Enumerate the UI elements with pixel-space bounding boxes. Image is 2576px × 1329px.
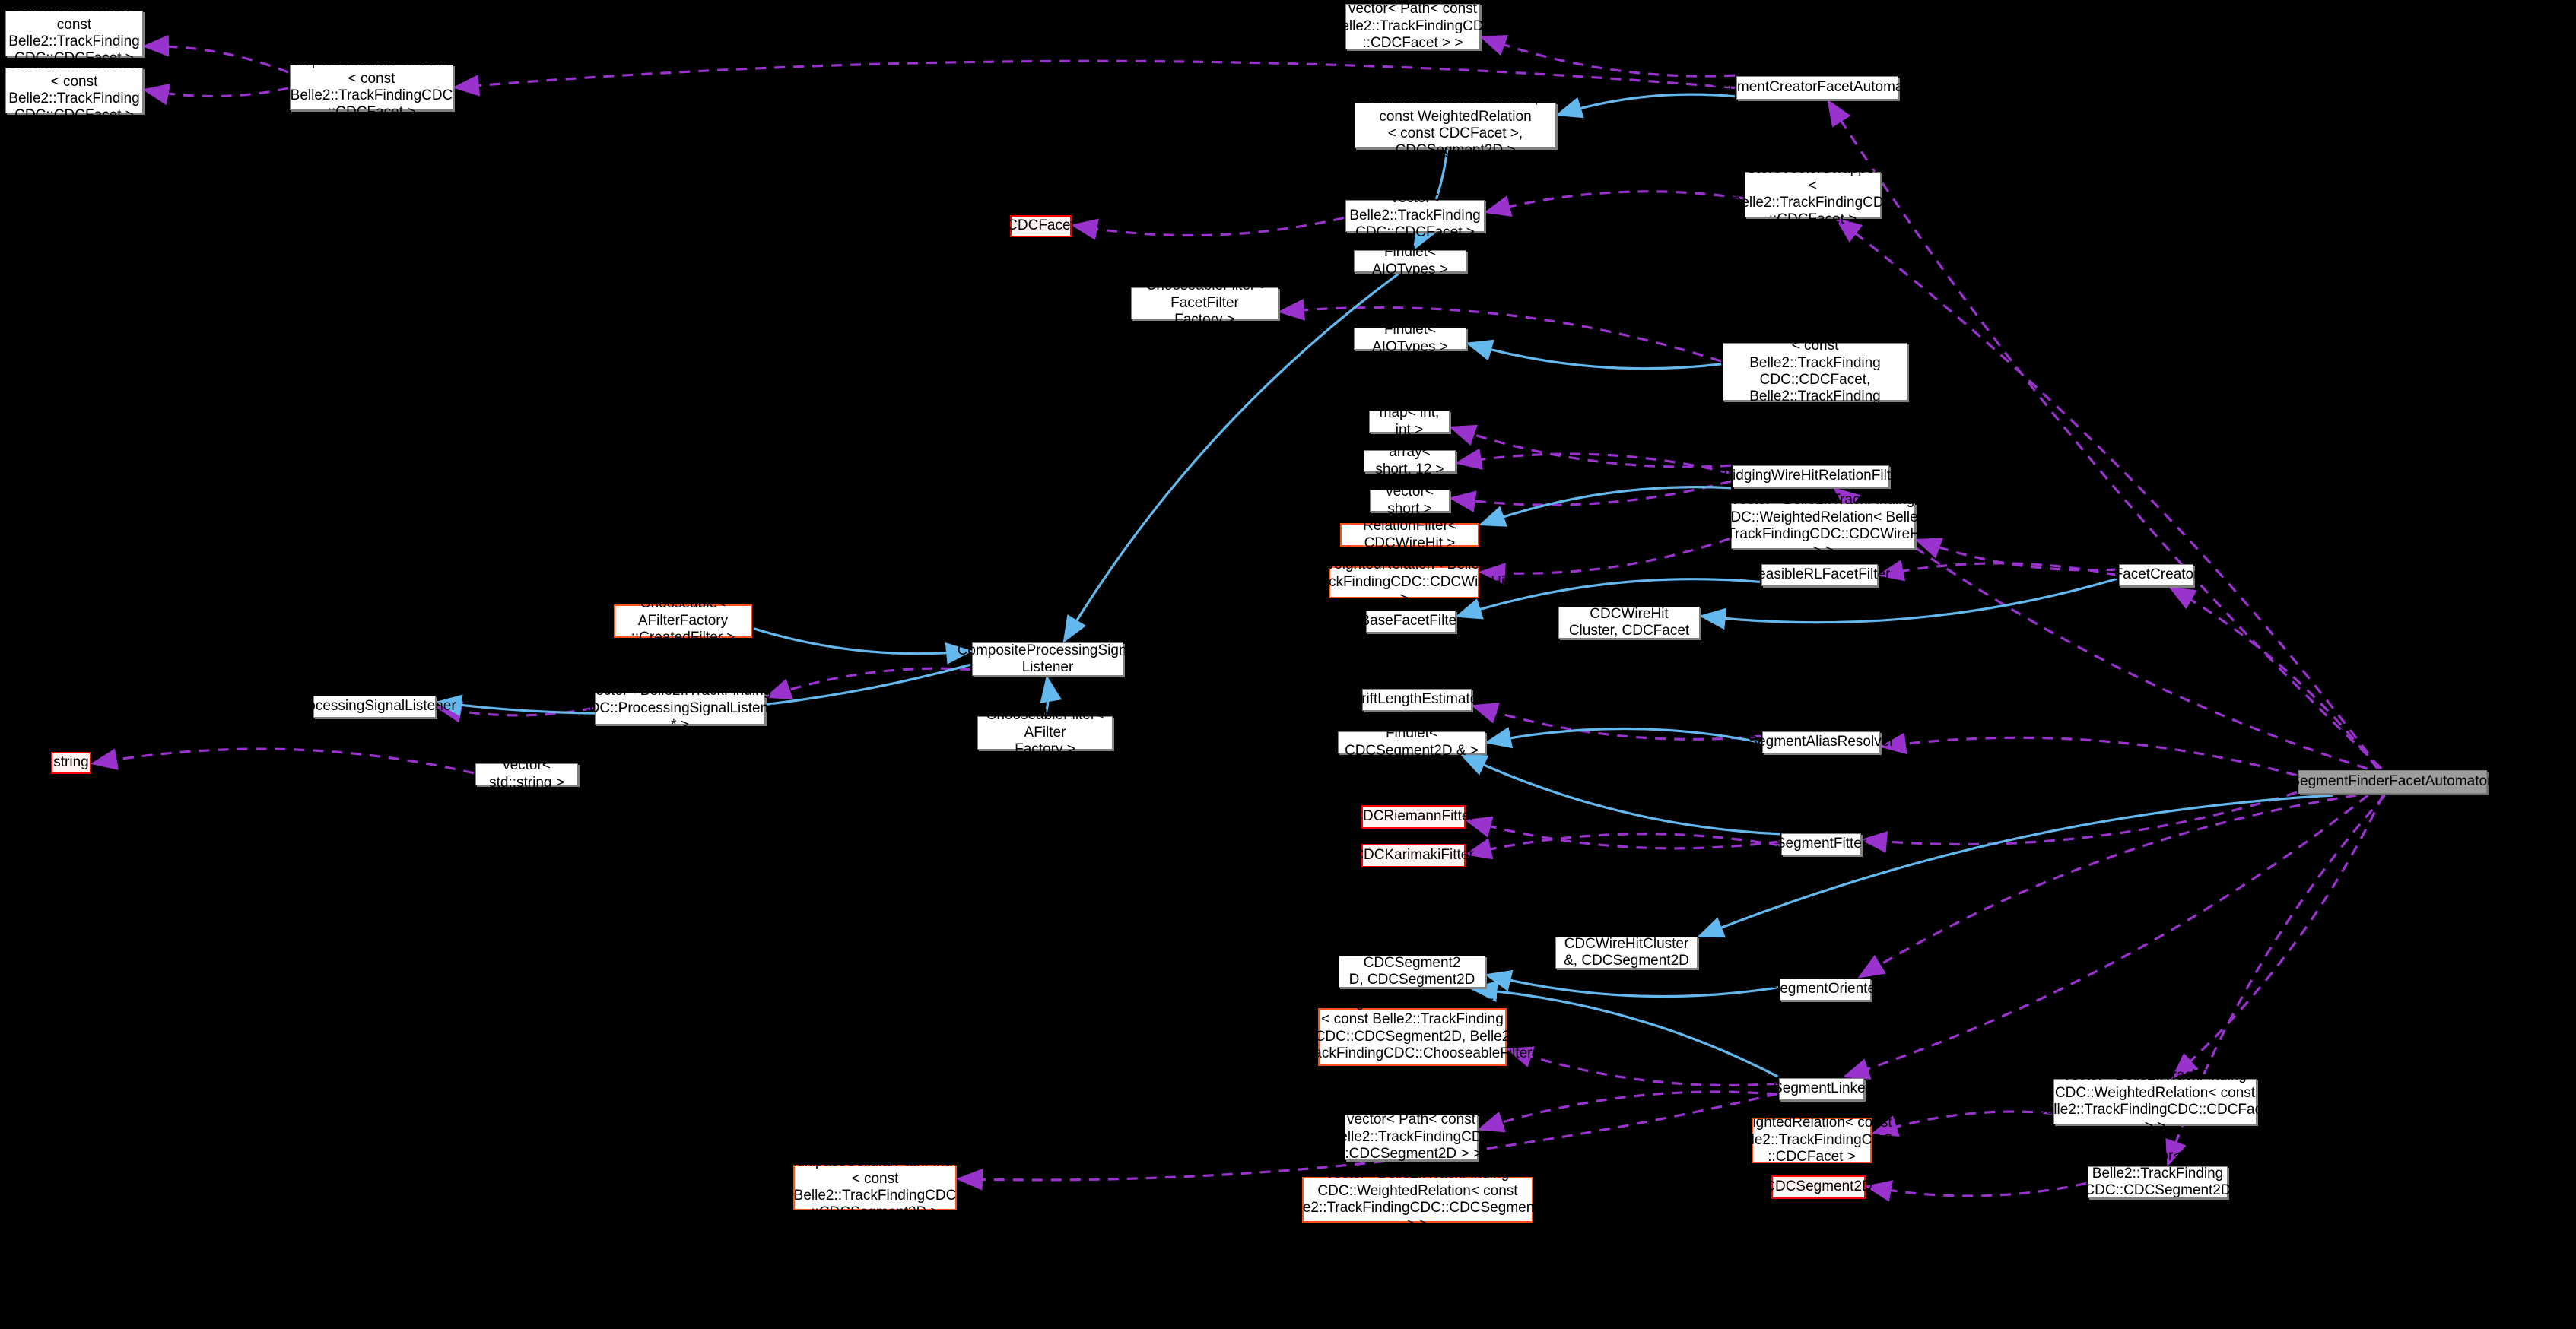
edge-store-vector-swapper-facet-to-vector-cdcfacet	[1483, 190, 1744, 217]
node-cellular-automaton[interactable]: CellularAutomaton< const Belle2::TrackFi…	[5, 0, 143, 66]
node-segmentlinker[interactable]: SegmentLinker	[1773, 1078, 1870, 1100]
node-cdcsegment2d[interactable]: CDCSegment2D	[1764, 1175, 1872, 1199]
edge-segmentfinderfacetautomaton-to-segmentlinker	[1842, 794, 2369, 1080]
edge-segmentfitter-to-cdcriemannfitter	[1464, 816, 1780, 850]
node-cellular-path-follower[interactable]: CellularPathFollower < const Belle2::Tra…	[5, 56, 143, 123]
edge-vector-std-string-to-string	[90, 747, 475, 775]
edge-segmentlinker-to-weightedrelationcreator-segment2d	[1505, 1046, 1778, 1087]
node-weightedrelationcreator-facet[interactable]: WeightedRelationCreator < const Belle2::…	[1723, 321, 1907, 422]
node-chooseablefilter-afilterfactory[interactable]: ChooseableFilter< AFilter Factory >	[977, 707, 1113, 757]
node-chooseable-afilterfactory[interactable]: Chooseable< AFilterFactory ::CreatedFilt…	[614, 595, 752, 645]
edge-segment-creator-facet-automaton-to-multipass-cellular-pathfinder-facet	[452, 59, 1736, 97]
node-vector-cdcsegment2d[interactable]: vector< Belle2::TrackFinding CDC::CDCSeg…	[2084, 1148, 2231, 1216]
edge-vector-weightedrelation-cdcfacet-to-weightedrelation-cdcfacet	[1870, 1110, 2053, 1137]
node-string[interactable]: string	[51, 752, 91, 774]
edge-facetcreator-to-vector-weightedrelation-cdcwirehit	[1914, 538, 2118, 572]
node-findlet-aiotypes-2[interactable]: Findlet< AIOTypes >	[1354, 322, 1466, 355]
node-segmentfitter[interactable]: SegmentFitter	[1776, 833, 1866, 855]
node-vector-weightedrelation-cdcwirehit[interactable]: vector< Belle2::TrackFinding CDC::Weight…	[1718, 492, 1928, 560]
edge-multipass-cellular-pathfinder-facet-to-cellular-path-follower	[141, 83, 289, 106]
edge-segmentaliasresolver-to-findlet-cdcsegment2d-ref	[1484, 727, 1761, 749]
node-bridgingwirehitrelationfilter[interactable]: BridgingWireHitRelationFilter	[1718, 465, 1904, 487]
edge-bridgingwirehitrelationfilter-to-array-short-12	[1454, 448, 1732, 475]
node-cdcriemannfitter[interactable]: CDCRiemannFitter	[1352, 805, 1475, 829]
edge-segmentfinderfacetautomaton-to-facetcreator	[2168, 586, 2379, 769]
node-map-int-int[interactable]: map< int, int >	[1369, 404, 1450, 438]
edge-segmentfinderfacetautomaton-to-findlet-cdcwirehitcluster-cdcsegment2d	[1697, 794, 2333, 938]
edge-vector-processingsignallistener-ptr-to-processingsignallistener	[434, 701, 594, 723]
node-weightedrelation-cdcfacet[interactable]: WeightedRelation< const Belle2::TrackFin…	[1730, 1115, 1893, 1166]
node-vector-weightedrelation-cdcfacet[interactable]: vector< Belle2::TrackFinding CDC::Weight…	[2036, 1067, 2274, 1135]
edge-segmentfitter-to-findlet-cdcsegment2d-ref	[1460, 753, 1780, 836]
node-vector-short[interactable]: vector< short >	[1370, 484, 1450, 517]
node-multipass-cellular-pathfinder-facet[interactable]: MultipassCellularPathFinder < const Bell…	[281, 53, 462, 121]
edge-segmentfinderfacetautomaton-to-vector-weightedrelation-cdcfacet	[2171, 795, 2384, 1080]
node-chooseablefilter-facetfilter[interactable]: ChooseableFilter< FacetFilter Factory >	[1131, 278, 1278, 328]
node-store-vector-swapper-facet[interactable]: StoreVectorSwapper < Belle2::TrackFindin…	[1731, 160, 1895, 228]
node-findlet-facet-weightedrelation[interactable]: Findlet< const CDCFacet, const WeightedR…	[1355, 91, 1556, 158]
node-array-short-12[interactable]: array< short, 12 >	[1364, 444, 1456, 477]
node-vector-weightedrelation-segment2d[interactable]: vector< Belle2::TrackFinding CDC::Weight…	[1278, 1166, 1557, 1233]
node-segmentorienter[interactable]: SegmentOrienter	[1771, 979, 1880, 1001]
edge-segment-creator-facet-automaton-to-findlet-facet-weightedrelation	[1555, 93, 1736, 119]
node-findlet-aiotypes-1[interactable]: Findlet< AIOTypes >	[1354, 244, 1466, 278]
node-findlet-const-cdcsegment2d[interactable]: Findlet< const CDCSegment2 D, CDCSegment…	[1339, 937, 1485, 1004]
edge-bridgingwirehitrelationfilter-to-map-int-int	[1448, 424, 1732, 468]
edge-bridgingwirehitrelationfilter-to-vector-short	[1448, 480, 1732, 512]
edge-bridgingwirehitrelationfilter-to-relationfilter-cdcwirehit	[1478, 486, 1732, 527]
edge-weightedrelationcreator-facet-to-chooseablefilter-facetfilter	[1277, 299, 1722, 363]
node-segment-creator-facet-automaton[interactable]: SegmentCreatorFacetAutomaton	[1711, 76, 1923, 100]
node-relationfilter-cdcwirehit[interactable]: RelationFilter< CDCWireHit >	[1340, 518, 1479, 551]
node-cdckarimakifitter[interactable]: CDCKarimakiFitter	[1353, 844, 1474, 867]
node-findlet-cdcwirehitcluster-cdcsegment2d[interactable]: Findlet< CDCWireHitCluster &, CDCSegment…	[1555, 918, 1698, 985]
node-processingsignallistener[interactable]: ProcessingSignalListener	[293, 696, 456, 718]
node-basefacetfilter[interactable]: BaseFacetFilter	[1360, 611, 1462, 633]
node-weightedrelation-cdcwirehit[interactable]: WeightedRelation< Belle2 ::TrackFindingC…	[1299, 557, 1509, 607]
edge-segmentfinderfacetautomaton-to-segment-creator-facet-automaton	[1827, 99, 2383, 770]
edge-segmentfitter-to-cdckarimakifitter	[1464, 833, 1780, 860]
edge-segmentfinderfacetautomaton-to-segmentorienter	[1857, 794, 2357, 979]
node-facetcreator[interactable]: FacetCreator	[2114, 564, 2198, 586]
node-segmentaliasresolver[interactable]: SegmentAliasResolver	[1748, 731, 1895, 753]
node-multipass-cellular-pathfinder-segment[interactable]: MultipassCellularPathFinder < const Bell…	[784, 1153, 966, 1221]
node-vector-std-string[interactable]: vector< std::string >	[475, 757, 578, 791]
edge-chooseable-afilterfactory-to-compositeprocessingsignallistener	[753, 627, 974, 664]
edge-multipass-cellular-pathfinder-facet-to-cellular-automaton	[141, 34, 289, 74]
node-segmentfinderfacetautomaton[interactable]: SegmentFinderFacetAutomaton	[2290, 770, 2495, 794]
node-vector-path-cdcsegment2d[interactable]: vector< Path< const Belle2::TrackFinding…	[1329, 1112, 1493, 1162]
edge-facetcreator-to-feasiblerlfacetfilter	[1876, 560, 2118, 582]
node-driftlengthestimator[interactable]: DriftLengthEstimator	[1351, 689, 1483, 711]
edge-vector-cdcfacet-to-cdcfacet	[1070, 217, 1345, 240]
edge-weightedrelationcreator-facet-to-findlet-aiotypes-2	[1465, 339, 1722, 370]
node-compositeprocessingsignallistener[interactable]: CompositeProcessingSignal Listener	[957, 642, 1139, 676]
edge-compositeprocessingsignallistener-to-vector-processingsignallistener-ptr	[764, 667, 971, 699]
node-cdcfacet[interactable]: CDCFacet	[1007, 215, 1075, 237]
node-vector-cdcfacet[interactable]: vector< Belle2::TrackFinding CDC::CDCFac…	[1345, 190, 1485, 240]
node-findlet-cdcsegment2d-ref[interactable]: Findlet< CDCSegment2D & >	[1338, 725, 1485, 759]
node-vector-path-cdcfacet[interactable]: vector< Path< const Belle2::TrackFinding…	[1331, 1, 1494, 52]
edge-segmentfinderfacetautomaton-to-segmentfitter	[1860, 791, 2298, 853]
node-weightedrelationcreator-segment2d[interactable]: WeightedRelationCreator < const Belle2::…	[1292, 994, 1533, 1079]
edge-vector-cdcsegment2d-to-cdcsegment2d	[1864, 1180, 2087, 1202]
edge-segmentfinderfacetautomaton-to-segmentaliasresolver	[1879, 732, 2298, 777]
edge-segmentaliasresolver-to-driftlengthestimator	[1470, 703, 1761, 741]
edge-segment-creator-facet-automaton-to-vector-path-cdcfacet	[1479, 35, 1736, 78]
edge-vector-weightedrelation-cdcwirehit-to-weightedrelation-cdcwirehit	[1478, 537, 1730, 585]
node-findlet-cdcwirehitcluster-cdcfacet[interactable]: Findlet< const CDCWireHit Cluster, CDCFa…	[1558, 588, 1700, 655]
node-feasiblerlfacetfilter[interactable]: FeasibleRLFacetFilter	[1749, 564, 1890, 586]
node-vector-processingsignallistener-ptr[interactable]: vector< Belle2::TrackFinding CDC::Proces…	[578, 683, 782, 734]
